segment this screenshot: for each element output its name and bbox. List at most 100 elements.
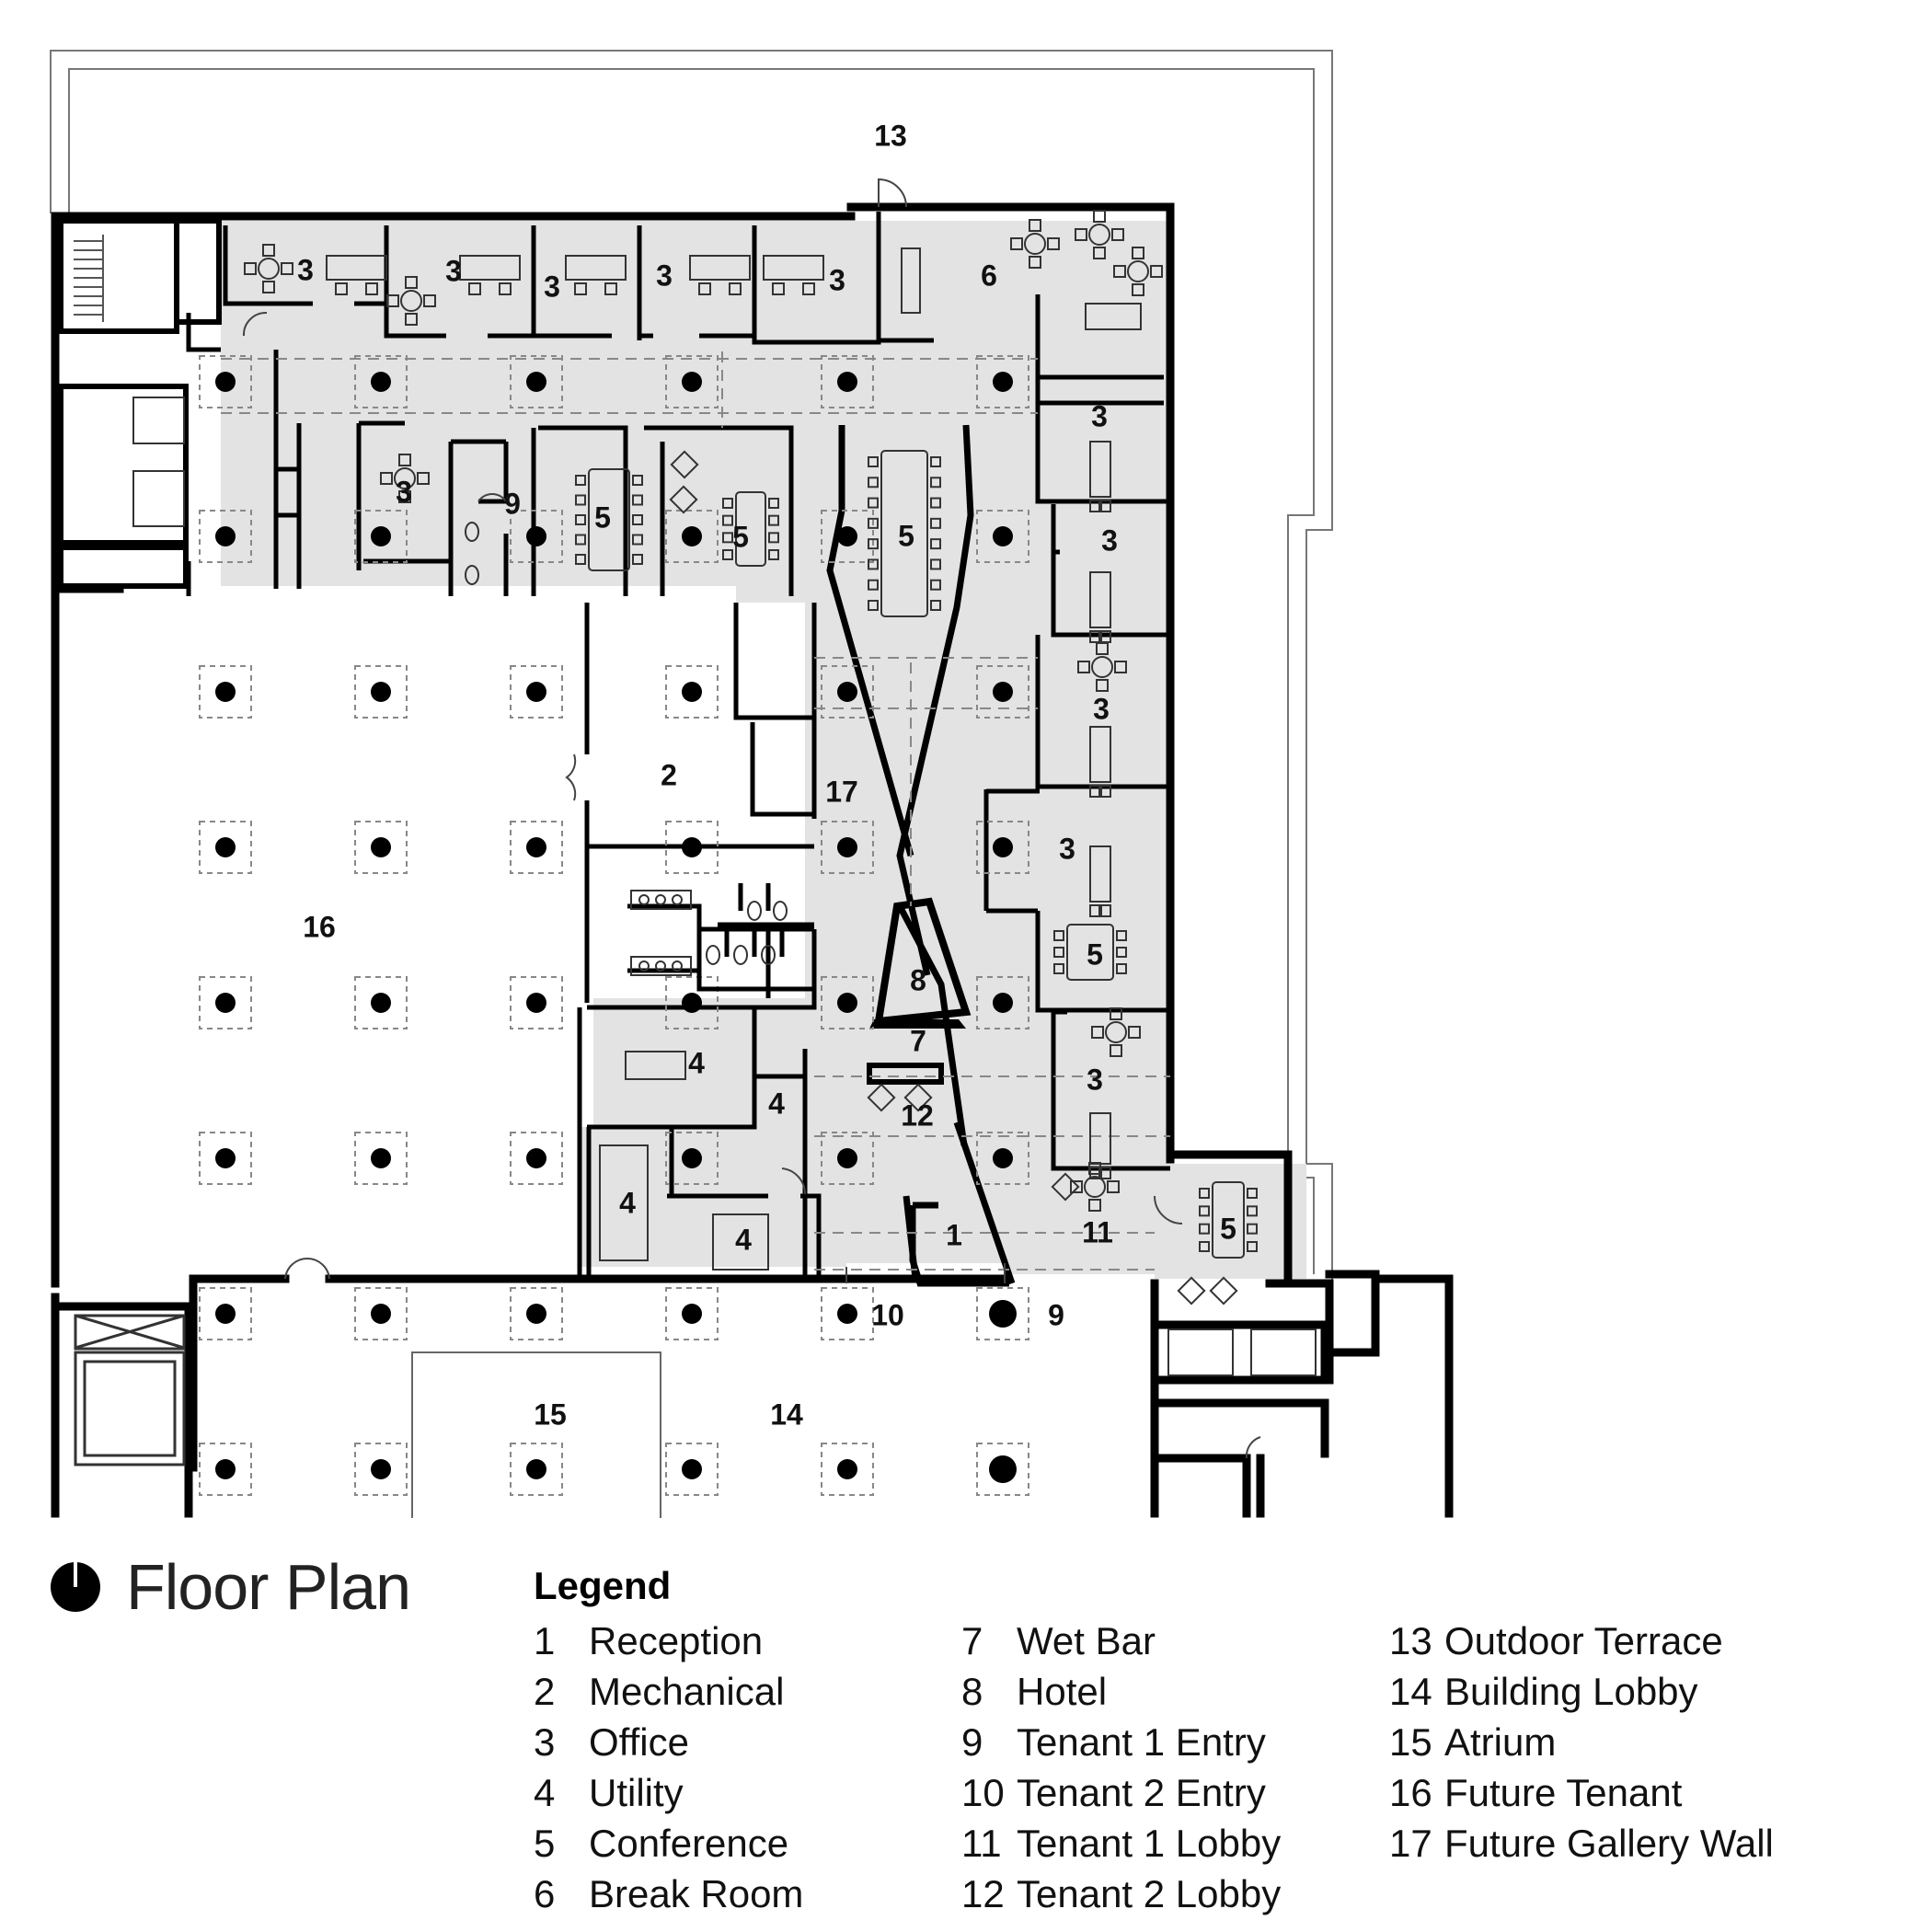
room-label-3: 3 (656, 259, 673, 292)
structural-column (976, 355, 1029, 408)
room-label-15: 15 (534, 1397, 567, 1431)
elevator-upper (132, 397, 185, 527)
desk-icon (326, 255, 387, 295)
structural-column (821, 1443, 874, 1496)
room-labels: 13 3 3 3 3 3 6 3 9 5 5 5 3 3 3 3 5 3 2 1… (297, 119, 1236, 1431)
plan-title: Floor Plan (126, 1551, 411, 1623)
structural-column (199, 976, 252, 1029)
room-label-2: 2 (661, 758, 677, 791)
room-label-12: 12 (901, 1098, 934, 1132)
structural-column (199, 1132, 252, 1185)
structural-column (510, 1287, 563, 1340)
hotel-wedge (869, 897, 972, 1029)
room-label-3: 3 (1101, 523, 1118, 557)
structural-column (976, 976, 1029, 1029)
room-label-3: 3 (1091, 399, 1108, 432)
structural-column (510, 1443, 563, 1496)
conference-table-icon (1199, 1181, 1258, 1259)
structural-column (199, 1287, 252, 1340)
stair-core-upper (58, 218, 222, 589)
room-label-10: 10 (871, 1298, 904, 1331)
desk-icon (459, 255, 521, 295)
room-label-3: 3 (445, 254, 462, 287)
room-label-4: 4 (619, 1186, 636, 1219)
room-label-3: 3 (1087, 1063, 1103, 1096)
structural-column (354, 1443, 408, 1496)
structural-column (354, 510, 408, 563)
room-label-14: 14 (770, 1397, 803, 1431)
structural-column (199, 355, 252, 408)
round-table-icon (1075, 210, 1124, 259)
lounge-chair-icon (1177, 1276, 1206, 1305)
round-table-icon (1077, 642, 1127, 692)
round-table-icon (244, 244, 293, 293)
structural-column (354, 1132, 408, 1185)
structural-column (976, 1132, 1029, 1185)
structural-column (354, 1287, 408, 1340)
structural-column (665, 1443, 719, 1496)
room-label-5: 5 (594, 500, 611, 534)
desk-icon (1089, 571, 1111, 643)
conference-table-icon (1053, 924, 1127, 981)
terrace-outline (50, 50, 1333, 1284)
conference-table-icon (575, 468, 643, 571)
structural-column (821, 355, 874, 408)
structural-column (665, 1287, 719, 1340)
structural-column (510, 821, 563, 874)
island-icon (1085, 303, 1142, 330)
lounge-chair-icon (669, 485, 698, 514)
structural-column (976, 510, 1029, 563)
room-label-3: 3 (297, 253, 314, 286)
structural-column (665, 976, 719, 1029)
lounge-chair-icon (903, 1083, 933, 1112)
structural-column (976, 665, 1029, 719)
structural-column (510, 1132, 563, 1185)
atrium-outline (411, 1351, 661, 1518)
room-label-7: 7 (910, 1024, 926, 1057)
room-label-3: 3 (829, 263, 845, 296)
structural-columns (199, 355, 1029, 1496)
structural-column (354, 665, 408, 719)
room-label-3: 3 (1093, 692, 1110, 725)
structural-column (510, 355, 563, 408)
round-table-icon (1113, 247, 1163, 296)
desk-icon (1089, 441, 1111, 512)
utility-equipment-icon (599, 1144, 649, 1261)
room-label-3: 3 (1059, 832, 1075, 865)
room-label-17: 17 (825, 775, 858, 808)
structural-column (821, 1287, 874, 1340)
structural-column (665, 1132, 719, 1185)
structural-column (821, 665, 874, 719)
lounge-chair-icon (1209, 1276, 1238, 1305)
structural-column (976, 1443, 1029, 1496)
room-label-5: 5 (732, 520, 749, 553)
desk-icon (1089, 1112, 1111, 1179)
structural-column (199, 510, 252, 563)
room-label-4: 4 (735, 1223, 752, 1256)
desk-icon (565, 255, 627, 295)
room-label-3: 3 (544, 270, 560, 303)
elevator-car-icon (1167, 1328, 1234, 1376)
conference-table-icon (868, 450, 941, 617)
plan-title-block: Floor Plan (51, 1550, 411, 1624)
room-label-9: 9 (1048, 1298, 1064, 1331)
room-label-5: 5 (898, 519, 914, 552)
structural-column (510, 510, 563, 563)
structural-column (199, 821, 252, 874)
room-label-4: 4 (688, 1046, 705, 1079)
room-label-13: 13 (874, 119, 907, 152)
desk-icon (1089, 726, 1111, 798)
